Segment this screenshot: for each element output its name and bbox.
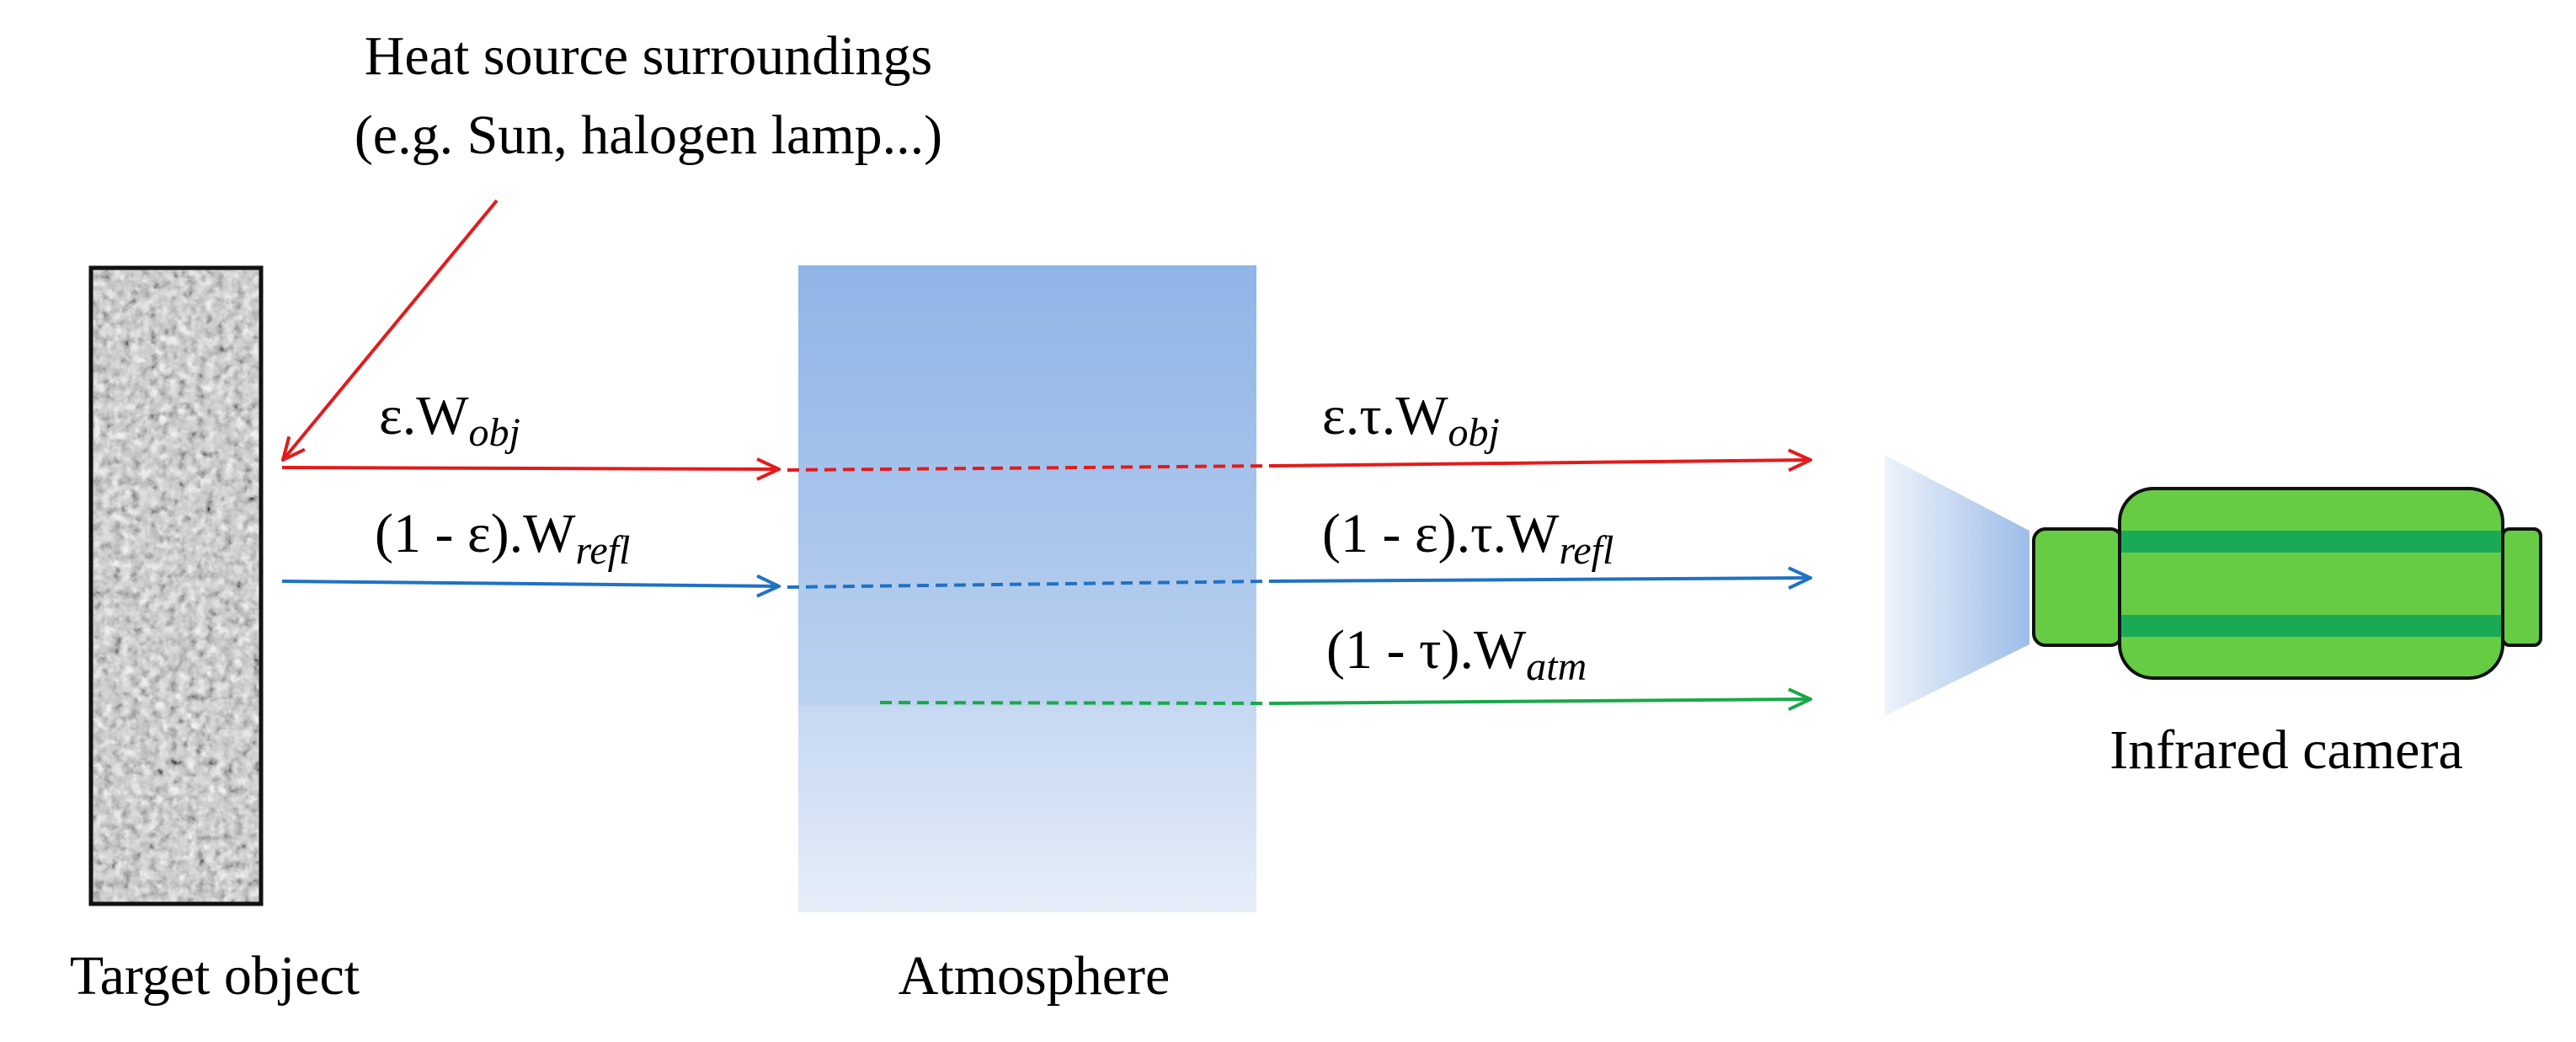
reflected-arrow-before-atmosphere [281, 581, 779, 586]
atmosphere-arrow-after-atmosphere [1271, 699, 1811, 703]
incident-radiation-arrow [283, 199, 499, 460]
heat-source-label-line1: Heat source surroundings [365, 25, 933, 87]
camera-back-cap [2501, 527, 2542, 647]
heat-source-label-line2: (e.g. Sun, halogen lamp...) [355, 104, 942, 166]
reflected-before-equation: (1 - ε).Wrefl [375, 503, 630, 573]
emitted-arrow-before-atmosphere [281, 468, 779, 469]
atmosphere-emitted-equation: (1 - τ).Watm [1326, 619, 1587, 689]
reflected-arrow-after-atmosphere [1271, 578, 1811, 581]
infrared-camera-label: Infrared camera [2109, 719, 2463, 781]
emitted-arrow-after-atmosphere [1271, 460, 1811, 466]
infrared-camera-icon [1885, 455, 2542, 716]
target-object-label: Target object [70, 945, 360, 1007]
emitted-before-equation: ε.Wobj [379, 385, 520, 455]
camera-body [2118, 487, 2504, 680]
reflected-after-equation: (1 - ε).τ.Wrefl [1322, 503, 1613, 573]
emitted-after-equation: ε.τ.Wobj [1322, 385, 1500, 455]
atmosphere-block [798, 265, 1256, 912]
camera-stripe-top [2121, 531, 2501, 553]
camera-stripe-bottom [2121, 615, 2501, 637]
emitted-path-in-atmosphere [787, 464, 1272, 472]
target-object [88, 265, 264, 906]
camera-lens-housing [2032, 527, 2124, 647]
reflected-path-in-atmosphere [787, 580, 1272, 589]
atmosphere-label: Atmosphere [899, 945, 1171, 1007]
camera-lens-cone [1885, 455, 2029, 716]
